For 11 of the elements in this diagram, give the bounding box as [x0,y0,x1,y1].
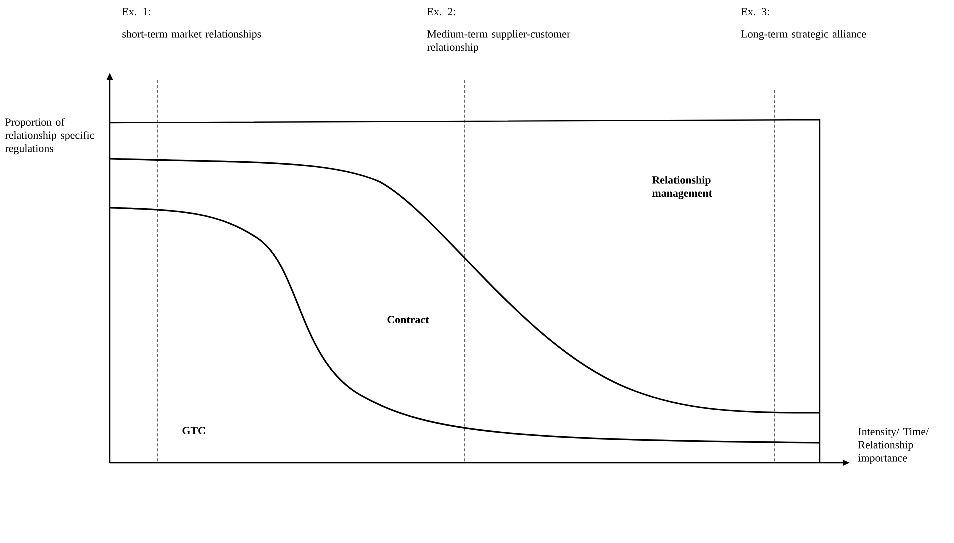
region-label: Contract [388,316,430,324]
example-heading: Ex. 3: [742,8,770,16]
region-label: GTC [182,427,206,435]
axis-label: Proportion of relationship specific regulations [5,118,94,155]
example-heading: Ex. 1: [122,8,150,16]
example-text: short-term market relationships [122,30,262,40]
example-text: Medium-term supplier-customer relationship [427,30,571,54]
axis-label: Intensity/ Time/ Relationship importance [858,428,930,464]
region-label: Relationship management [652,176,712,200]
example-heading: Ex. 2: [428,8,456,16]
example-text: Long-term strategic alliance [742,30,866,40]
